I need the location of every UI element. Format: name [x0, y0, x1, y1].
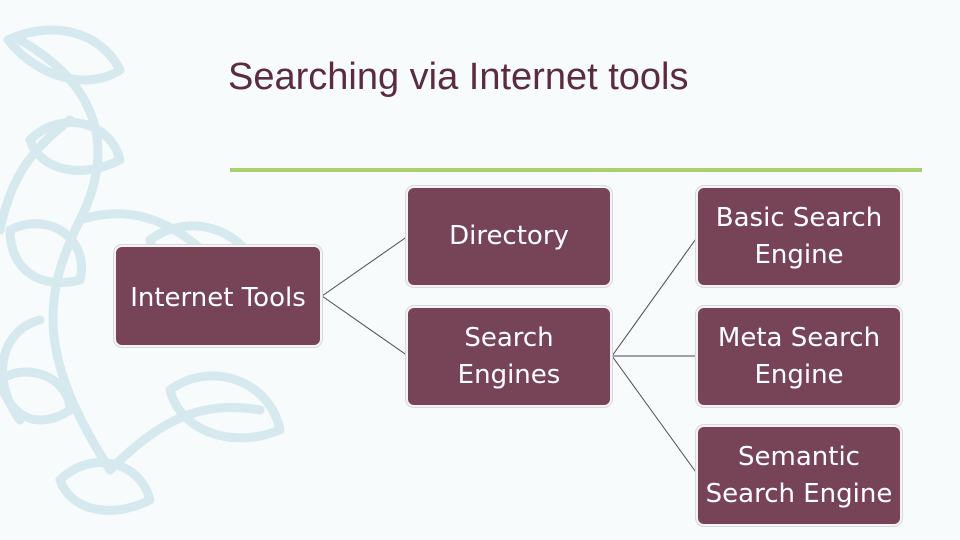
node-semantic-search-engine: Semantic Search Engine: [696, 425, 902, 526]
connector-search-basic: [611, 235, 699, 357]
node-internet-tools: Internet Tools: [114, 245, 322, 347]
connector-root-search-engines: [321, 295, 409, 357]
node-label: Search Engines: [457, 322, 561, 390]
connector-root-directory: [321, 235, 409, 297]
node-label: Semantic Search Engine: [705, 441, 893, 509]
node-label: Basic Search Engine: [715, 202, 883, 270]
node-search-engines: Search Engines: [406, 306, 612, 407]
title-underline: [230, 168, 922, 172]
node-label: Meta Search Engine: [717, 322, 881, 390]
node-label: Internet Tools: [130, 283, 306, 313]
node-label: Directory: [449, 221, 569, 251]
node-meta-search-engine: Meta Search Engine: [696, 306, 902, 407]
node-directory: Directory: [406, 186, 612, 287]
connector-search-semantic: [611, 355, 699, 476]
slide-title: Searching via Internet tools: [228, 56, 689, 98]
node-basic-search-engine: Basic Search Engine: [696, 186, 902, 287]
leaf-pattern-decoration: [0, 25, 285, 515]
